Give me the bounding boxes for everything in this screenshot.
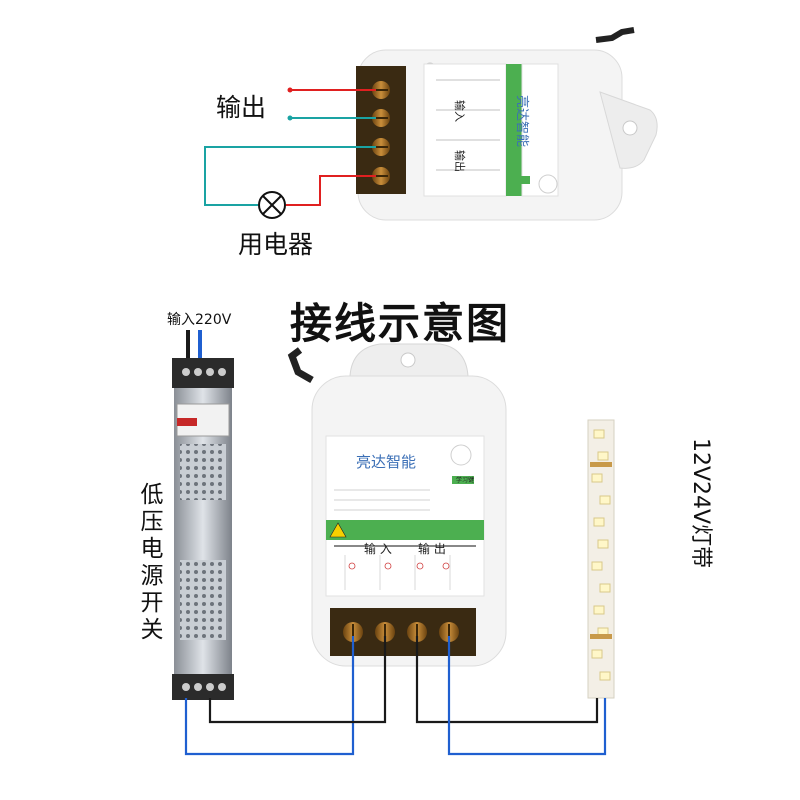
output-to-strip-wire-black (415, 636, 599, 724)
appliance-wire-red (286, 175, 376, 206)
appliance-label: 用电器 (238, 230, 314, 259)
led-strip (587, 419, 615, 699)
top-terminal-output-label: 输出 (453, 150, 467, 172)
power-supply-label: 低压电源开关 (140, 482, 164, 643)
bottom-wires (184, 636, 607, 756)
led-chips (591, 429, 611, 681)
psu-vent-top (180, 444, 226, 500)
antenna-wire (595, 27, 635, 43)
bottom-module-brand: 亮达智能 (356, 453, 416, 471)
bottom-terminal-screws (343, 622, 459, 642)
page-title: 接线示意图 (289, 299, 510, 348)
bottom-antenna-wire (287, 347, 314, 384)
appliance-wire-cyan (204, 146, 376, 206)
output-to-strip-wire-blue (447, 636, 607, 756)
top-module (356, 27, 658, 221)
appliance-lamp-icon (258, 191, 286, 219)
bottom-terminal-output-label: 输 出 (418, 541, 446, 556)
top-wires (204, 87, 376, 206)
power-supply-unit (172, 330, 234, 700)
bottom-module (287, 343, 507, 667)
top-terminal-screws (372, 81, 390, 185)
bottom-terminal-input-label: 输 入 (364, 541, 392, 556)
psu-to-input-wire-black (208, 636, 387, 724)
psu-to-input-wire-blue (184, 636, 355, 756)
output-label: 输出 (216, 93, 267, 122)
bottom-module-green-band (326, 520, 484, 540)
psu-vent-bottom (180, 560, 226, 640)
learn-button-label: 学习键 (456, 476, 474, 484)
top-terminal-input-label: 输入 (453, 100, 467, 122)
bottom-learn-button (450, 444, 472, 466)
top-module-green-band (506, 64, 522, 196)
input-voltage-label: 输入220V (167, 312, 232, 328)
top-learn-button (538, 174, 558, 194)
top-module-brand: 亮达智能 (514, 95, 530, 147)
led-strip-label: 12V24V灯带 (688, 438, 713, 569)
